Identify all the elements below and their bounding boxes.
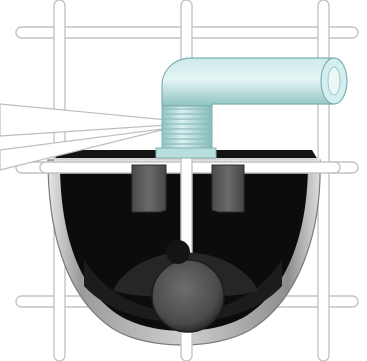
mount-brackets — [131, 164, 245, 213]
knob-cap — [151, 259, 225, 333]
right-bracket — [211, 164, 245, 213]
fitting-nut — [155, 147, 217, 159]
knob-stem — [166, 240, 190, 264]
drain-knob — [113, 240, 258, 333]
cup-floor — [84, 260, 282, 322]
elbow-pipe — [161, 57, 335, 107]
pipe-opening — [327, 66, 341, 96]
pipe-fitting — [155, 57, 348, 159]
pointer-wedge-lower — [0, 127, 171, 171]
left-bracket — [131, 164, 167, 213]
